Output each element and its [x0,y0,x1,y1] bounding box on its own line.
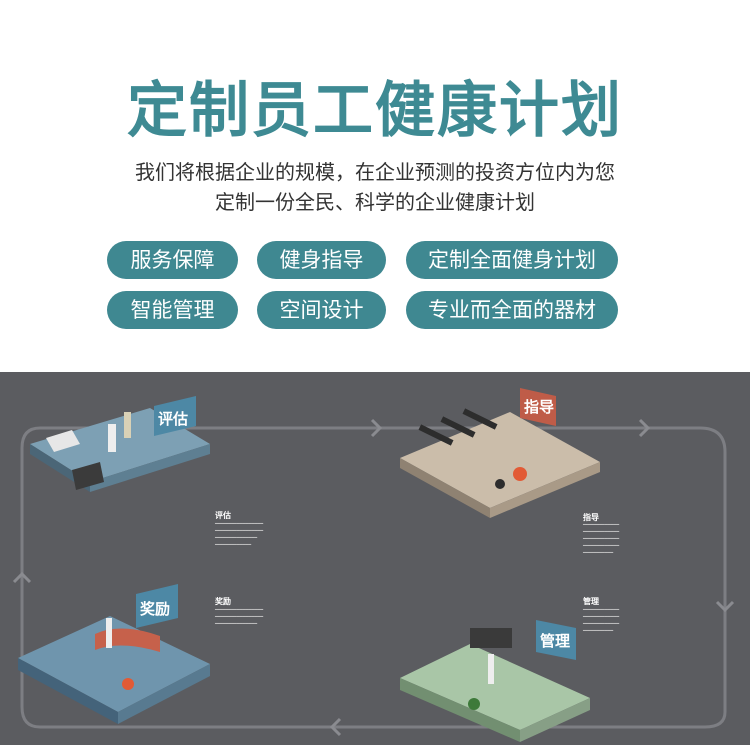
sign-guide-label: 指导 [524,398,555,416]
cycle-illustration: 评估 指导 奖励 管理 评估 ━━━━━━━━━━━━━━━━━━━━━━━━━… [0,372,750,745]
desc-manage: ━━━━━━━━━━━━━━━━━━━━━━━━━━━━━━━━━━━━━━━━… [583,607,620,634]
sign-guide [520,388,556,426]
tag-service: 服务保障 [107,241,238,279]
subtitle-line-1: 我们将根据企业的规模，在企业预测的投资方位内为您 [135,160,615,184]
tag-space-design: 空间设计 [257,291,386,329]
heading-reward: 奖励 [215,597,231,606]
cycle-diagram [12,388,735,742]
sign-manage [536,620,576,660]
subtitle-line-2: 定制一份全民、科学的企业健康计划 [215,190,535,214]
heading-manage: 管理 [583,597,599,606]
sign-reward [136,584,178,628]
sign-assess-label: 评估 [158,410,189,428]
tag-smart-management: 智能管理 [107,291,238,329]
desc-reward: ━━━━━━━━━━━━━━━━━━━━━━━━━━━━━━━━━━━━━━━━… [215,607,264,627]
desc-assess: ━━━━━━━━━━━━━━━━━━━━━━━━━━━━━━━━━━━━━━━━… [215,521,264,548]
heading-guide: 指导 [583,513,599,522]
sign-manage-label: 管理 [540,632,571,650]
desc-guide: ━━━━━━━━━━━━━━━━━━━━━━━━━━━━━━━━━━━━━━━━… [583,522,620,556]
tag-fitness-guidance: 健身指导 [257,241,386,279]
tag-equipment: 专业而全面的器材 [406,291,618,329]
intro-section: 定制员工健康计划 我们将根据企业的规模，在企业预测的投资方位内为您 定制一份全民… [0,0,750,372]
sign-reward-label: 奖励 [140,600,171,618]
sign-assess [154,396,196,436]
tag-custom-plan: 定制全面健身计划 [406,241,618,279]
heading-assess: 评估 [215,511,231,520]
page-title: 定制员工健康计划 [127,76,623,146]
